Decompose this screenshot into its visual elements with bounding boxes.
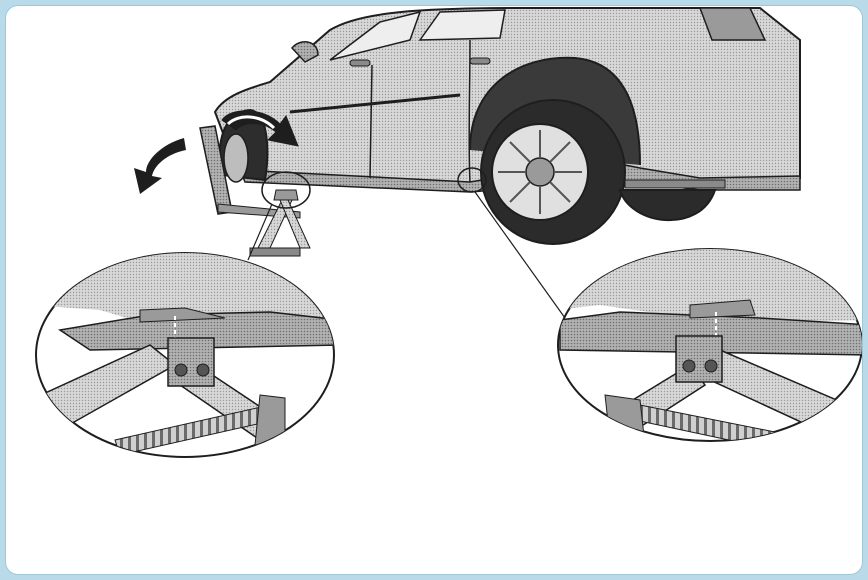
detail-zoom-front [30,250,340,457]
car [215,8,800,244]
rotation-arrow-icon [134,138,186,194]
detail-zoom-rear [555,245,862,452]
illustration-panel [6,6,862,574]
jack-illustration [6,6,862,574]
